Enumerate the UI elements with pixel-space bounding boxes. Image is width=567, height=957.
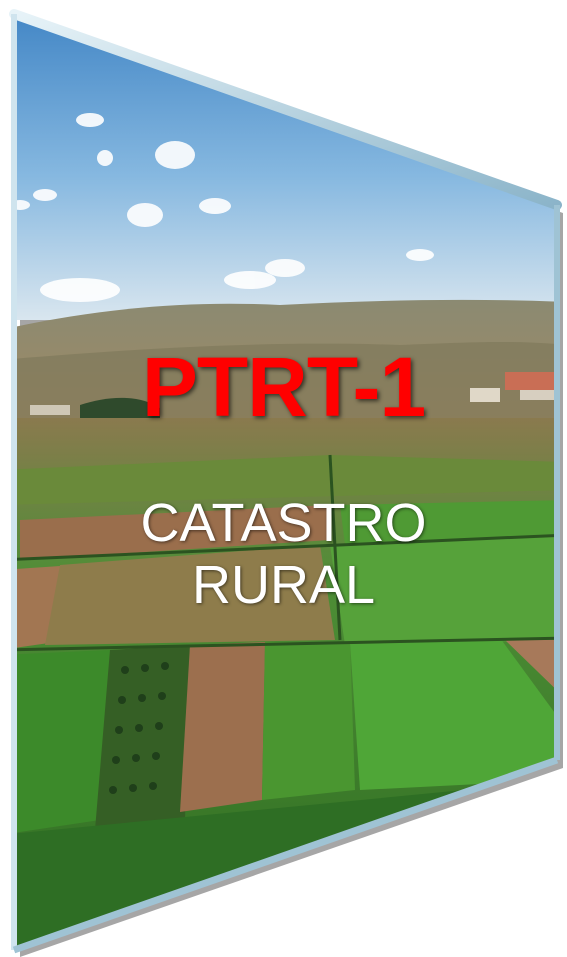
subtitle-line-2: RURAL <box>191 555 376 615</box>
subtitle-line-1: CATASTRO <box>140 493 427 553</box>
title: PTRT-1 <box>141 340 426 434</box>
subtitle: CATASTRO RURAL <box>0 492 567 616</box>
